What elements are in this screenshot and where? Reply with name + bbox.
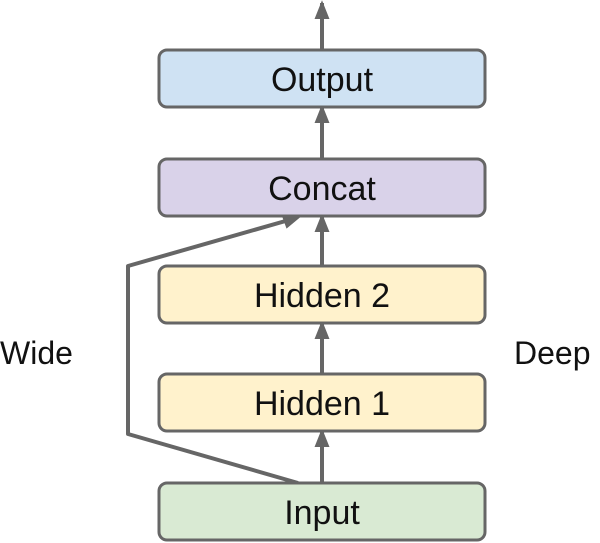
node-concat-label: Concat xyxy=(268,170,376,208)
node-hidden1: Hidden 1 xyxy=(157,372,487,433)
node-output: Output xyxy=(157,48,487,109)
node-hidden1-box xyxy=(157,372,487,433)
wide-path-line xyxy=(126,216,299,485)
node-concat: Concat xyxy=(157,157,487,218)
node-hidden2-label: Hidden 2 xyxy=(254,277,390,315)
node-output-label: Output xyxy=(271,61,374,99)
node-hidden1-label: Hidden 1 xyxy=(254,385,390,423)
arrowhead-hidden1 xyxy=(314,428,330,447)
node-input: Input xyxy=(157,481,487,542)
node-output-box xyxy=(157,48,487,109)
arrowhead-hidden2 xyxy=(314,320,330,339)
arrowhead-concat-deep xyxy=(314,213,330,232)
arrowhead-concat-wide xyxy=(281,214,302,229)
arrowhead-top xyxy=(314,0,330,19)
node-input-label: Input xyxy=(284,494,360,532)
deep-label: Deep xyxy=(514,335,591,371)
node-concat-box xyxy=(157,157,487,218)
node-input-box xyxy=(157,481,487,542)
node-hidden2: Hidden 2 xyxy=(157,264,487,325)
arrowhead-output xyxy=(314,104,330,123)
node-hidden2-box xyxy=(157,264,487,325)
wide-label: Wide xyxy=(0,335,73,371)
